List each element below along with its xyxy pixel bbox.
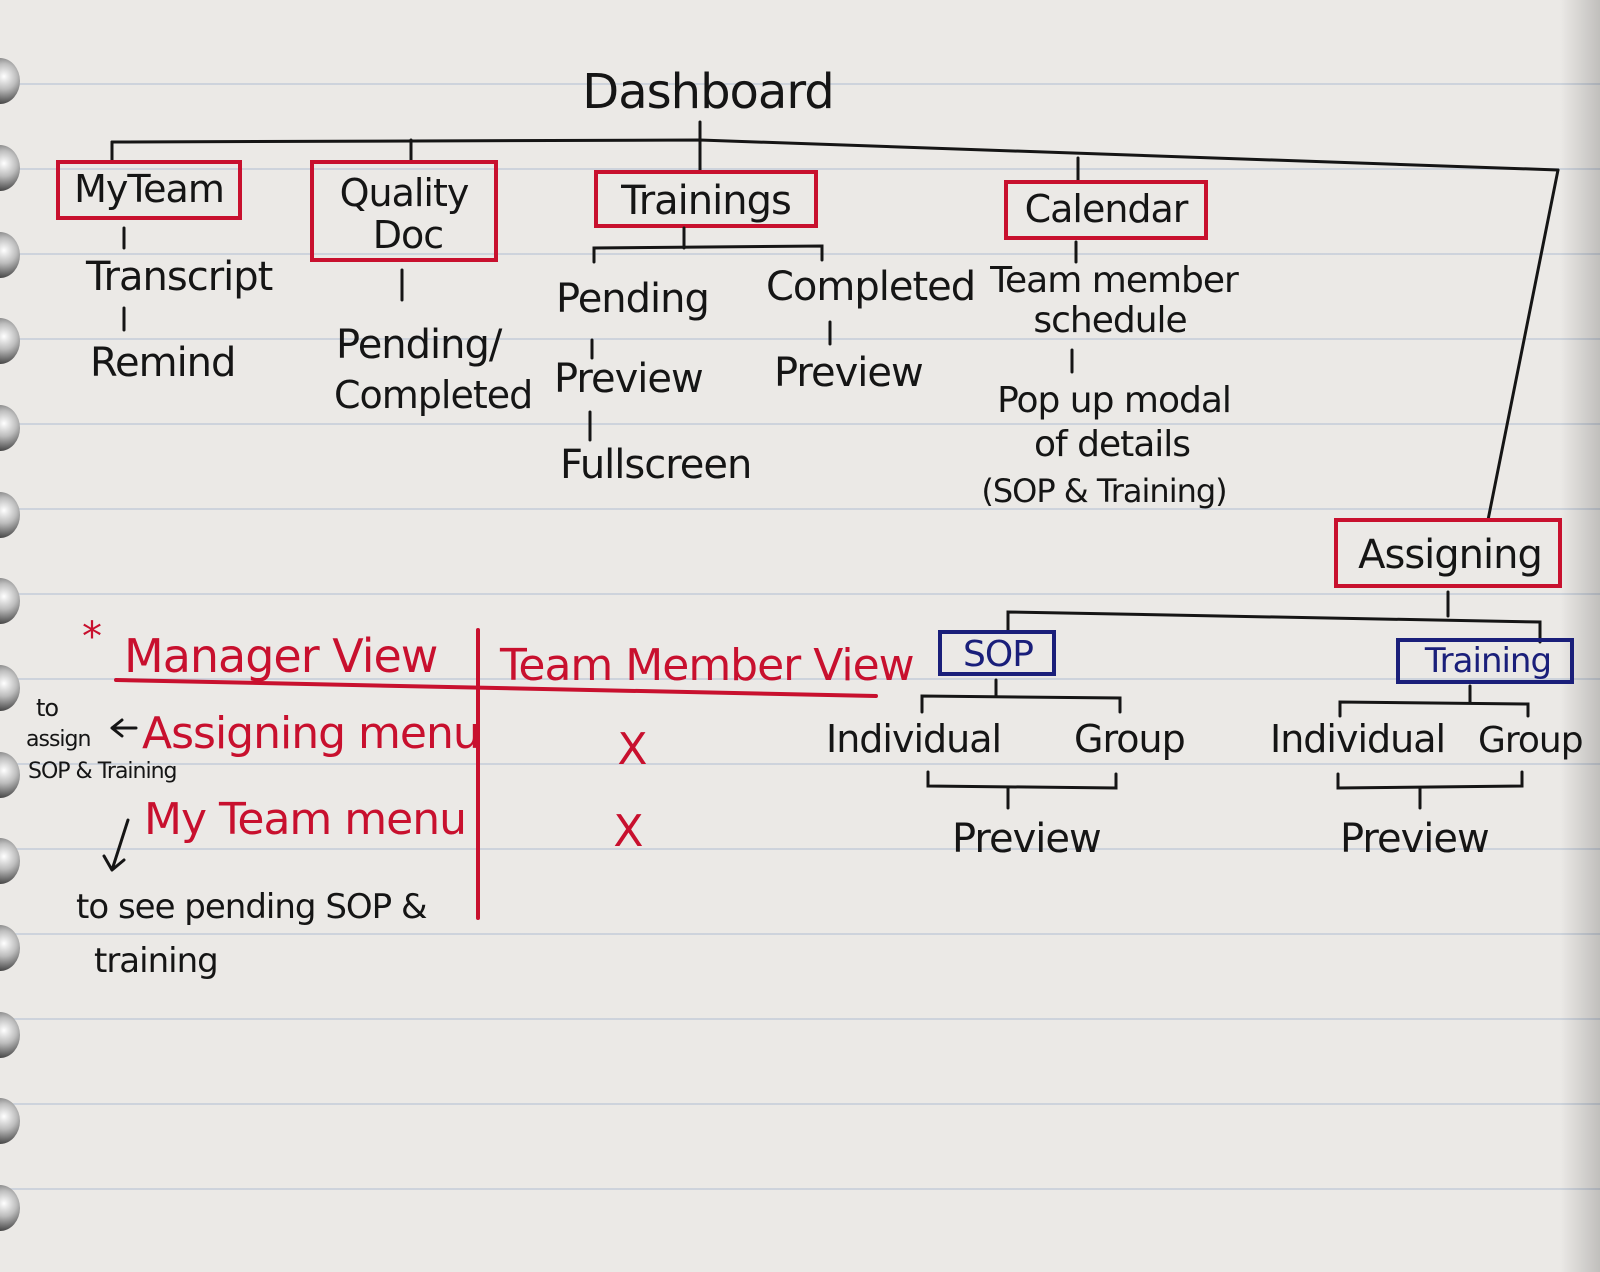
- sop-merge-bracket: [926, 770, 1118, 790]
- pending-note-line1: to see pending SOP &: [76, 887, 427, 927]
- spiral-ring: [0, 1185, 20, 1231]
- pending-preview-label: Preview: [554, 356, 703, 402]
- pending-completed-label: Pending/: [336, 322, 503, 368]
- spiral-ring: [0, 752, 20, 798]
- views-header-underline: [114, 678, 878, 698]
- completed-preview-label: Preview: [774, 350, 923, 396]
- x-mark-1: X: [617, 724, 646, 775]
- connector-assigning: [1486, 168, 1560, 522]
- spiral-ring: [0, 145, 20, 191]
- pending-note-line2: training: [94, 941, 218, 981]
- quality-doc-label-line1: Quality: [340, 171, 469, 215]
- spiral-ring: [0, 1098, 20, 1144]
- spiral-ring: [0, 58, 20, 104]
- schedule-label-line1: Team member: [989, 260, 1239, 301]
- modal-label-line3: (SOP & Training): [981, 472, 1226, 510]
- calendar-box: [1004, 180, 1208, 240]
- assigning-box: [1334, 518, 1562, 588]
- assign-note-line3: SOP & Training: [28, 759, 177, 784]
- training-preview-label: Preview: [1340, 816, 1489, 862]
- sop-label: SOP: [963, 634, 1033, 675]
- fullscreen-label: Fullscreen: [560, 442, 751, 488]
- sop-preview-label: Preview: [952, 816, 1101, 862]
- spiral-ring: [0, 838, 20, 884]
- assigning-label: Assigning: [1358, 532, 1542, 578]
- training-branch: [1338, 700, 1530, 718]
- trainings-box: [594, 170, 818, 228]
- trainings-branch: [592, 244, 824, 264]
- assigning-branch: [1006, 610, 1542, 644]
- assign-note-line2: assign: [26, 727, 90, 752]
- myteam-box: [56, 160, 242, 220]
- quality-doc-label-line2: Doc: [373, 213, 443, 257]
- remind-label: Remind: [90, 340, 235, 386]
- pending-note-arrow: [102, 818, 130, 872]
- spiral-ring: [0, 232, 20, 278]
- assign-note-line1: to: [36, 694, 58, 722]
- team-member-view-header: Team Member View: [499, 640, 914, 691]
- training-box: [1396, 638, 1574, 684]
- x-mark-2: X: [613, 806, 642, 857]
- trainings-pending-label: Pending: [556, 276, 709, 322]
- transcript-label: Transcript: [85, 254, 273, 300]
- calendar-label: Calendar: [1025, 187, 1189, 231]
- training-label: Training: [1424, 641, 1551, 681]
- training-individual-label: Individual: [1270, 717, 1445, 761]
- modal-label-line1: Pop up modal: [997, 380, 1231, 421]
- spiral-ring: [0, 1012, 20, 1058]
- trainings-label: Trainings: [620, 178, 791, 224]
- spiral-ring: [0, 578, 20, 624]
- spiral-ring: [0, 492, 20, 538]
- spiral-ring: [0, 318, 20, 364]
- root-horizontal-line: [110, 138, 1560, 172]
- sop-individual-label: Individual: [826, 717, 1001, 761]
- sop-branch: [920, 694, 1122, 714]
- page-edge-shadow: [1560, 0, 1600, 1272]
- manager-view-header: Manager View: [124, 629, 437, 683]
- spiral-ring: [0, 665, 20, 711]
- myteam-label: MyTeam: [74, 167, 224, 211]
- schedule-label-line2: schedule: [1033, 300, 1186, 341]
- my-team-menu-label: My Team menu: [144, 794, 466, 845]
- assign-note-arrow: [110, 718, 138, 738]
- spiral-ring: [0, 925, 20, 971]
- completed-label: Completed: [334, 373, 532, 417]
- trainings-completed-label: Completed: [766, 264, 975, 310]
- assigning-menu-label: Assigning menu: [142, 708, 480, 759]
- modal-label-line2: of details: [1034, 424, 1190, 465]
- training-merge-bracket: [1336, 770, 1524, 790]
- sop-box: [938, 630, 1056, 676]
- dashboard-label: Dashboard: [582, 64, 833, 120]
- asterisk-mark: *: [82, 614, 101, 660]
- training-group-label: Group: [1478, 720, 1583, 761]
- spiral-ring: [0, 405, 20, 451]
- quality-doc-box: [310, 160, 498, 262]
- sop-group-label: Group: [1074, 717, 1185, 761]
